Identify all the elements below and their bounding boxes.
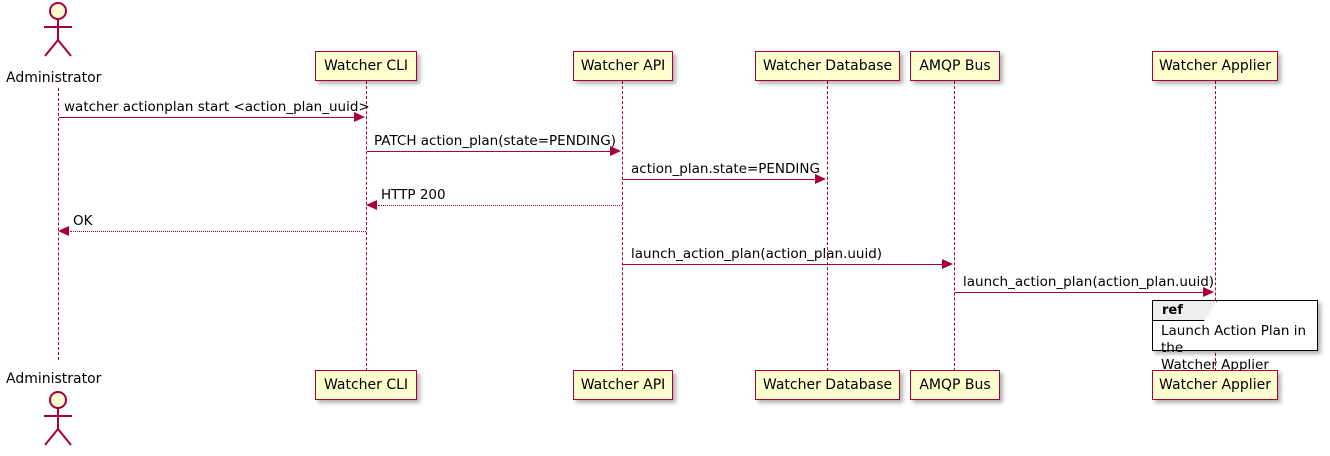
message-label-1: watcher actionplan start <action_plan_uu… <box>64 99 370 115</box>
participant-label-amqp-bus-bottom: AMQP Bus <box>919 377 991 393</box>
participant-box-watcher-cli-bottom[interactable]: Watcher CLI <box>315 370 417 400</box>
actor-administrator-top <box>44 2 72 57</box>
ref-fragment-text-line-2: Watcher Applier <box>1161 356 1269 373</box>
actor-label-administrator-bottom: Administrator <box>6 371 102 387</box>
ref-fragment-text-line-1: Launch Action Plan in the <box>1161 323 1307 356</box>
participant-box-watcher-cli-top[interactable]: Watcher CLI <box>315 51 417 81</box>
participant-box-watcher-database-top[interactable]: Watcher Database <box>755 51 900 81</box>
ref-fragment-tab-label: ref <box>1162 303 1183 318</box>
message-arrowhead-1 <box>354 112 365 122</box>
participant-label-watcher-cli-top: Watcher CLI <box>323 58 409 74</box>
participant-box-amqp-bus-top[interactable]: AMQP Bus <box>910 51 1000 81</box>
participant-label-watcher-cli-bottom: Watcher CLI <box>323 377 409 393</box>
message-line-7 <box>955 292 1204 293</box>
participant-box-watcher-api-bottom[interactable]: Watcher API <box>573 370 673 400</box>
message-line-6 <box>623 264 943 265</box>
ref-fragment: ref Launch Action Plan in the Watcher Ap… <box>1152 300 1318 373</box>
participant-box-amqp-bus-bottom[interactable]: AMQP Bus <box>910 370 1000 400</box>
message-label-5: OK <box>73 213 93 229</box>
lifeline-watcher-applier <box>1215 81 1216 371</box>
lifeline-watcher-database <box>827 81 828 371</box>
participant-label-watcher-applier-bottom: Watcher Applier <box>1159 377 1271 393</box>
message-label-3: action_plan.state=PENDING <box>631 161 820 177</box>
message-arrowhead-6 <box>942 259 953 269</box>
lifeline-administrator <box>58 88 59 360</box>
message-arrowhead-5 <box>58 226 69 236</box>
message-line-5 <box>70 231 366 232</box>
message-arrowhead-2 <box>610 146 621 156</box>
message-arrowhead-3 <box>815 174 826 184</box>
participant-label-watcher-api-bottom: Watcher API <box>580 377 666 393</box>
participant-box-watcher-applier-top[interactable]: Watcher Applier <box>1152 51 1278 81</box>
message-label-6: launch_action_plan(action_plan.uuid) <box>631 246 883 262</box>
participant-box-watcher-api-top[interactable]: Watcher API <box>573 51 673 81</box>
participant-label-watcher-api-top: Watcher API <box>580 58 666 74</box>
lifeline-watcher-cli <box>366 81 367 371</box>
participant-label-watcher-applier-top: Watcher Applier <box>1159 58 1271 74</box>
message-line-3 <box>623 179 816 180</box>
participant-box-watcher-database-bottom[interactable]: Watcher Database <box>755 370 900 400</box>
message-arrowhead-4 <box>366 200 377 210</box>
lifeline-amqp-bus <box>954 81 955 371</box>
actor-label-administrator-top: Administrator <box>6 70 102 86</box>
message-arrowhead-7 <box>1203 287 1214 297</box>
participant-label-watcher-database-top: Watcher Database <box>762 58 893 74</box>
participant-box-watcher-applier-bottom[interactable]: Watcher Applier <box>1152 370 1278 400</box>
ref-fragment-tab: ref <box>1153 301 1217 321</box>
ref-fragment-body: Launch Action Plan in the Watcher Applie… <box>1161 323 1311 374</box>
actor-administrator-bottom <box>44 391 72 446</box>
message-line-1 <box>59 117 355 118</box>
participant-label-amqp-bus-top: AMQP Bus <box>919 58 991 74</box>
participant-label-watcher-database-bottom: Watcher Database <box>762 377 893 393</box>
message-label-7: launch_action_plan(action_plan.uuid) <box>963 274 1215 290</box>
message-label-4: HTTP 200 <box>381 187 446 203</box>
message-line-4 <box>378 205 622 206</box>
message-label-2: PATCH action_plan(state=PENDING) <box>374 133 616 149</box>
message-line-2 <box>367 151 611 152</box>
lifeline-watcher-api <box>622 81 623 371</box>
